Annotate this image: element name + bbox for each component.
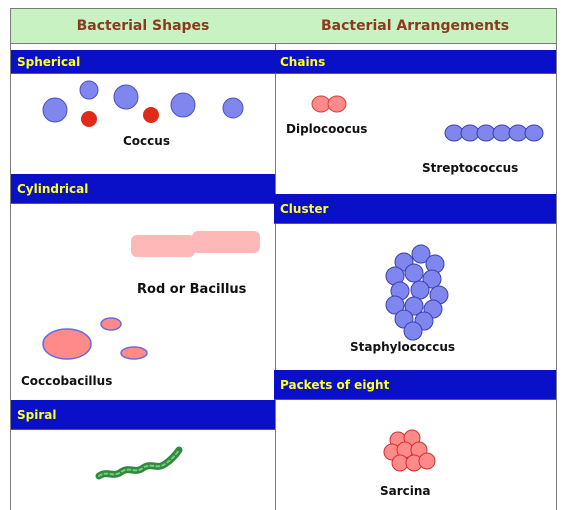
rod-icon	[131, 231, 260, 257]
shapes-art	[11, 8, 275, 508]
arrangements-art	[274, 8, 556, 508]
coccobacillus-icon	[43, 318, 147, 359]
arrangements-column: Bacterial Arrangements Chains Cluster Pa…	[274, 8, 557, 510]
streptococcus-icon	[445, 125, 543, 141]
staphylococcus-icon	[386, 245, 448, 340]
sarcina-icon	[384, 430, 435, 471]
spiral-icon	[99, 450, 179, 476]
shapes-column: Bacterial Shapes Spherical Cylindrical S…	[10, 8, 276, 510]
diplococcus-icon	[312, 96, 346, 112]
coccus-icon	[43, 81, 243, 127]
